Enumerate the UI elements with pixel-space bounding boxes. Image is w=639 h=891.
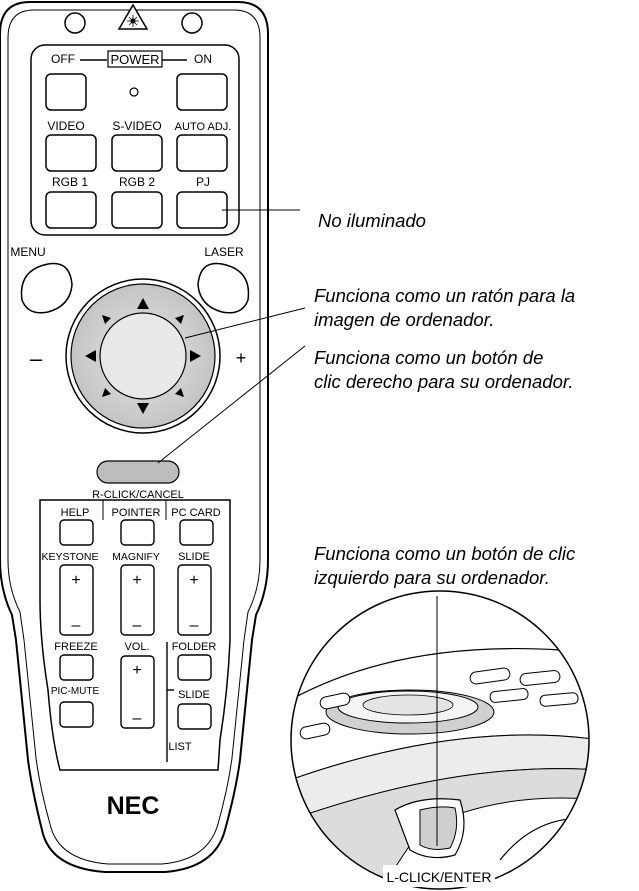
callout-lclick-line1: Funciona como un botón de clic [314,543,576,564]
list-label: LIST [168,741,192,753]
power-on-label: ON [194,52,212,66]
top-right-indicator [181,12,203,34]
power-off-button[interactable] [45,73,87,111]
keystone-label: KEYSTONE [42,551,99,563]
magnify-label: MAGNIFY [112,551,160,563]
power-title: POWER [110,52,159,67]
laser-warning-icon [117,3,149,30]
magnify-minus: – [133,617,142,634]
arrow-left-icon [85,350,96,362]
video-button[interactable] [45,134,97,172]
pc-card-button[interactable] [179,519,214,546]
menu-button[interactable] [20,262,73,314]
volume-rocker[interactable]: + – [120,655,155,729]
arrow-right-icon [190,350,201,362]
callout-lclick-line2: izquierdo para su ordenador. [314,567,550,588]
slide-plus: + [189,572,198,589]
menu-label: MENU [10,245,45,259]
vol-plus: + [132,662,141,679]
rgb2-label: RGB 2 [119,175,155,189]
arrow-down-left-icon [102,388,111,397]
rgb1-label: RGB 1 [52,175,88,189]
r-click-cancel-label: R-CLICK/CANCEL [92,489,184,501]
power-indicator-led [129,87,139,97]
upper-panel [30,44,240,236]
leader-line-rclick [157,345,306,464]
arrow-down-right-icon [175,388,184,397]
slide-minus: – [190,617,199,634]
keystone-minus: – [72,617,81,634]
magnify-rocker[interactable]: + – [120,564,155,636]
help-label: HELP [61,507,90,519]
top-left-indicator [64,12,86,34]
callout-not-illuminated: No iluminado [318,210,426,231]
arrow-up-left-icon [102,315,111,324]
rgb1-button[interactable] [45,191,97,229]
vol-minus: – [133,710,142,727]
magnify-plus: + [132,572,141,589]
mouse-pad[interactable] [65,278,221,434]
pointer-button[interactable] [120,519,155,546]
pj-label: PJ [196,175,210,189]
arrow-up-icon [137,298,149,309]
arrow-down-icon [137,403,149,414]
power-off-label: OFF [51,52,75,66]
freeze-label: FREEZE [54,641,97,653]
pad-center-button[interactable] [99,312,187,400]
svideo-label: S-VIDEO [112,119,161,133]
freeze-button[interactable] [59,654,94,681]
arrow-up-right-icon [175,315,184,324]
pic-mute-label: PIC-MUTE [51,686,100,697]
lower-panel [39,499,231,771]
slide-list-label: SLIDE [178,689,210,701]
pointer-label: POINTER [112,507,161,519]
keystone-plus: + [71,572,80,589]
plus-label: + [236,348,247,368]
svideo-button[interactable] [111,134,163,172]
folder-label: FOLDER [172,641,217,653]
slide-label: SLIDE [178,551,210,563]
folder-button[interactable] [177,654,212,681]
slide-list-button[interactable] [177,703,212,730]
callout-mouse-line2: imagen de ordenador. [314,309,495,330]
vol-label: VOL. [124,641,149,653]
leader-line-pad [184,307,306,339]
callout-rclick-line1: Funciona como un botón de [314,347,544,368]
help-button[interactable] [59,519,94,546]
minus-label: – [30,346,43,371]
video-label: VIDEO [47,119,84,133]
rgb2-button[interactable] [111,191,163,229]
l-click-enter-button[interactable] [419,806,458,850]
nec-logo: NEC [107,792,160,820]
laser-label: LASER [204,245,244,259]
pj-button[interactable] [176,191,228,229]
slide-rocker[interactable]: + – [177,564,212,636]
auto-adj-label: AUTO ADJ. [175,121,232,133]
callout-mouse-line1: Funciona como un ratón para la [314,285,576,306]
r-click-cancel-button[interactable] [96,460,180,484]
pic-mute-button[interactable] [59,701,94,728]
zoom-inset: L-CLICK/ENTER [290,590,590,890]
power-on-button[interactable] [176,73,228,111]
callout-rclick-line2: clic derecho para su ordenador. [314,371,574,392]
l-click-enter-label: L-CLICK/ENTER [386,869,491,885]
auto-adj-button[interactable] [176,134,228,172]
laser-button[interactable] [197,262,250,314]
pc-card-label: PC CARD [171,507,221,519]
keystone-rocker[interactable]: + – [59,564,94,636]
